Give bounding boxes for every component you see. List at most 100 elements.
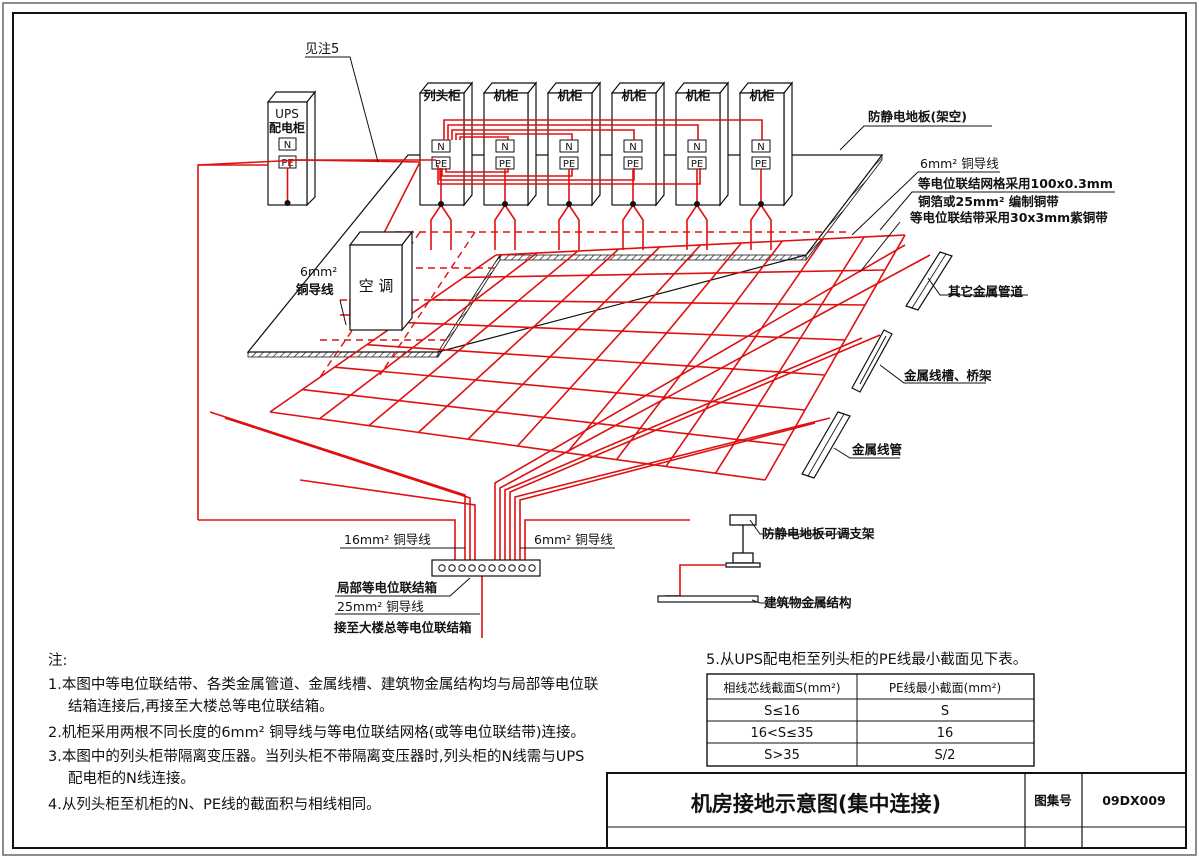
box-terminal xyxy=(488,564,496,572)
building-steel xyxy=(657,595,759,603)
grid-line xyxy=(516,244,702,447)
terminal-dot xyxy=(438,201,444,207)
leader-lines xyxy=(305,56,1115,615)
grid-line xyxy=(495,234,906,256)
grid-line xyxy=(319,252,538,420)
cabinet-ground-lead xyxy=(430,169,442,250)
label-mesh-2: 铜箔或25mm² 编制铜带 xyxy=(918,194,1059,209)
terminal-dot xyxy=(758,201,764,207)
ups-pe-label: PE xyxy=(281,158,293,169)
cabinet-ground-lead xyxy=(440,204,452,250)
table-caption: 5.从UPS配电柜至列头柜的PE线最小截面见下表。 xyxy=(706,651,1027,668)
label-wire-6mm-left-1: 6mm² xyxy=(300,264,337,279)
cabinet-ground-lead xyxy=(504,204,516,250)
atlas-number: 09DX009 xyxy=(1102,793,1166,808)
table-cell: S≤16 xyxy=(764,704,800,719)
grid-line xyxy=(269,411,766,481)
grid-line xyxy=(399,321,846,341)
label-wire-6mm-left-2: 铜导线 xyxy=(296,282,334,297)
cabinet-ground-lead xyxy=(750,169,762,250)
cabinet-title: 机柜 xyxy=(749,88,775,103)
cabinet-n-label: N xyxy=(501,142,508,153)
terminal-dot xyxy=(694,201,700,207)
terminal-dot xyxy=(566,201,572,207)
other-metal-pipe xyxy=(905,251,953,311)
cabinet-title: 机柜 xyxy=(685,88,711,103)
label-building-steel: 建筑物金属结构 xyxy=(764,595,852,610)
n-pe-interconnect xyxy=(289,119,763,185)
drawing-title: 机房接地示意图(集中连接) xyxy=(691,792,941,816)
box-terminal xyxy=(458,564,466,572)
terminal-dot xyxy=(630,201,636,207)
table-header-1: 相线芯线截面S(mm²) xyxy=(723,681,840,695)
air-conditioner: 空 调 xyxy=(348,230,414,332)
grid-line xyxy=(431,299,866,306)
floor-support xyxy=(725,514,761,568)
label-conduit: 金属线管 xyxy=(851,442,902,457)
label-wire-25mm: 25mm² 铜导线 xyxy=(337,599,424,614)
cabinet-pe-label: PE xyxy=(563,159,575,170)
label-local-box: 局部等电位联结箱 xyxy=(337,580,438,595)
cabinet-ground-lead xyxy=(632,204,644,250)
cabinet-n-label: N xyxy=(693,142,700,153)
cabinet-ground-lead xyxy=(558,169,570,250)
table-cell: 16 xyxy=(937,726,954,741)
box-terminal xyxy=(498,564,506,572)
cabinet-n-label: N xyxy=(565,142,572,153)
label-other-pipe: 其它金属管道 xyxy=(948,284,1024,299)
box-terminal xyxy=(438,564,446,572)
table-header-2: PE线最小截面(mm²) xyxy=(889,681,1001,695)
box-terminal xyxy=(468,564,476,572)
grid-line xyxy=(334,366,806,411)
local-equipotential-box xyxy=(431,559,541,577)
grid-line xyxy=(302,388,786,446)
label-raised-floor: 防静电地板(架空) xyxy=(868,109,967,124)
label-cable-tray: 金属线槽、桥架 xyxy=(903,368,992,383)
note-line: 3.本图中的列头柜带隔离变压器。当列头柜不带隔离变压器时,列头柜的N线需与UPS xyxy=(48,749,585,765)
ups-n-label: N xyxy=(284,140,291,151)
label-mesh-3: 等电位联结带采用30x3mm紫铜带 xyxy=(909,210,1108,225)
grid-line xyxy=(615,240,783,461)
cabinet-n-label: N xyxy=(757,142,764,153)
grid-line xyxy=(366,343,826,376)
notes-heading: 注: xyxy=(48,653,68,669)
ups-cabinet: UPS 配电柜 N PE xyxy=(266,90,317,207)
cabinet-n-label: N xyxy=(629,142,636,153)
note-line: 结箱连接后,再接至大楼总等电位联结箱。 xyxy=(68,699,334,715)
cabinet-ground-lead xyxy=(696,204,708,250)
cabinet-ground-lead xyxy=(622,169,634,250)
grid-line xyxy=(463,269,886,279)
table-cell: S xyxy=(941,704,949,719)
table-cell: S/2 xyxy=(935,748,956,763)
box-terminal xyxy=(528,564,536,572)
table-cell: 16<S≤35 xyxy=(750,726,813,741)
bonding-leads xyxy=(198,244,931,638)
cabinet-pe-label: PE xyxy=(755,159,767,170)
grid-line xyxy=(566,242,743,454)
equipotential-grid xyxy=(269,234,906,481)
label-floor-support: 防静电地板可调支架 xyxy=(762,526,875,541)
note-line: 2.机柜采用两根不同长度的6mm² 铜导线与等电位联结网格(或等电位联结带)连接… xyxy=(48,725,586,741)
label-wire-16mm: 16mm² 铜导线 xyxy=(344,532,431,547)
box-terminal xyxy=(448,564,456,572)
cabinet-ground-lead xyxy=(686,169,698,250)
label-mesh-1: 等电位联结网格采用100x0.3mm xyxy=(917,176,1113,191)
note-line: 1.本图中等电位联结带、各类金属管道、金属线槽、建筑物金属结构均与局部等电位联 xyxy=(48,677,599,693)
ups-title-1: UPS xyxy=(275,107,299,121)
label-see-note5: 见注5 xyxy=(305,42,339,57)
label-wire-6mm-bottom: 6mm² 铜导线 xyxy=(534,532,613,547)
label-wire-6mm-right: 6mm² 铜导线 xyxy=(920,156,999,171)
box-terminal xyxy=(518,564,526,572)
cabinet-pe-label: PE xyxy=(435,159,447,170)
grid-line xyxy=(269,254,497,413)
rack-cabinet: 机柜 N PE xyxy=(738,81,794,250)
cabinet-pe-label: PE xyxy=(627,159,639,170)
grid-line xyxy=(764,234,906,481)
cabinet-ground-lead xyxy=(568,204,580,250)
label-to-main: 接至大楼总等电位联结箱 xyxy=(334,620,472,635)
